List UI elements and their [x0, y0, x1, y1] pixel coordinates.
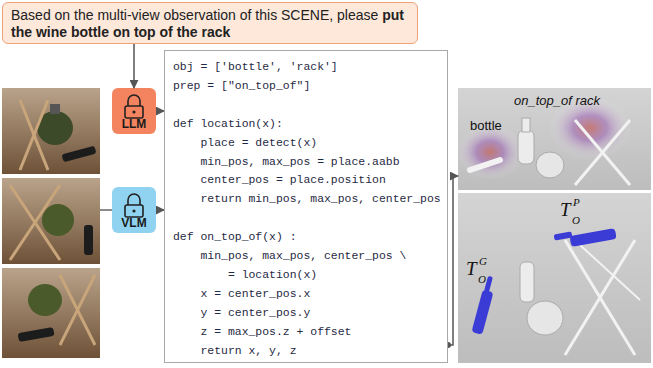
render-panel: on_top_of rack bottle [458, 88, 651, 190]
code-line: return x, y, z [173, 343, 297, 358]
code-line: def on_top_of(x) : [173, 229, 297, 244]
render-bottom [458, 193, 651, 363]
llm-box: LLM [112, 88, 156, 134]
node-label: bottle [470, 118, 502, 133]
code-line: prep = ["on_top_of"] [173, 78, 310, 93]
code-line: = location(x) [173, 267, 317, 282]
connector [133, 44, 135, 88]
math-label: P [573, 196, 580, 208]
math-label: O [572, 214, 580, 226]
math-label: G [479, 255, 487, 267]
vlm-box: VLM [112, 187, 156, 233]
code-line: def location(x): [173, 116, 283, 131]
math-label: T [466, 258, 477, 280]
code-line: x = center_pos.x [173, 286, 310, 301]
node-label: on_top_of rack [514, 93, 600, 108]
code-line: z = max_pos.z + offset [173, 324, 351, 339]
connector [156, 209, 164, 211]
scene-photo [2, 88, 100, 358]
node-label: VLM [112, 216, 156, 230]
node-label: LLM [112, 117, 156, 131]
llm-icon [112, 88, 156, 134]
math-label: T [560, 199, 571, 221]
code-line: obj = ['bottle', 'rack'] [173, 59, 338, 74]
code-box: obj = ['bottle', 'rack'] prep = ["on_top_… [164, 50, 448, 363]
code-line: return min_pos, max_pos, center_pos [173, 191, 441, 206]
math-label: O [478, 273, 486, 285]
code-line: place = detect(x) [173, 135, 317, 150]
vlm-icon [112, 187, 156, 233]
code-line: min_pos, max_pos = place.aabb [173, 154, 400, 169]
connector [448, 176, 458, 345]
code-line: min_pos, max_pos, center_pos \ [173, 248, 406, 263]
connector [156, 110, 164, 112]
prompt-box: Based on the multi-view observation of t… [2, 2, 418, 44]
code-line: center_pos = place.position [173, 172, 386, 187]
prompt-text: Based on the multi-view observation of t… [11, 7, 378, 23]
code-line: y = center_pos.y [173, 305, 310, 320]
render-top [456, 88, 651, 190]
leader-line [100, 209, 112, 211]
